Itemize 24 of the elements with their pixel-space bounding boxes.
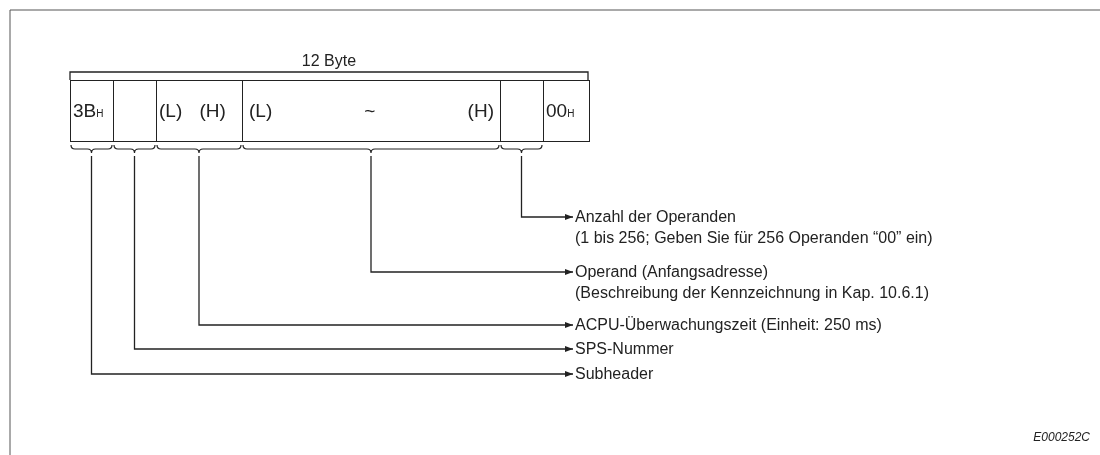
arrow	[90, 155, 574, 377]
empty-byte-field	[113, 80, 157, 142]
field-value: (L)	[159, 100, 184, 122]
field-description: (Beschreibung der Kennzeichnung in Kap. 10.6.1)	[575, 283, 929, 303]
field-value: (H)	[467, 100, 494, 122]
field-description: ACPU-Überwachungszeit (Einheit: 250 ms)	[575, 315, 882, 335]
field-value: (H)	[199, 100, 227, 122]
field-value: ~	[364, 100, 376, 122]
arrow	[198, 155, 574, 328]
byte-field	[242, 80, 501, 142]
field-description: Anzahl der Operanden	[575, 207, 737, 227]
arrow	[520, 155, 574, 220]
arrow	[370, 155, 574, 275]
field-value: (L)	[249, 100, 273, 122]
field-description: SPS-Nummer	[575, 339, 674, 359]
field-description: Operand (Anfangsadresse)	[575, 262, 769, 282]
field-description: Subheader	[575, 364, 654, 384]
byte-field	[156, 80, 243, 142]
byte-field	[543, 80, 590, 142]
byte-field	[70, 80, 114, 142]
arrow	[133, 155, 574, 352]
field-description: (1 bis 256; Geben Sie für 256 Operanden “00” ein)	[575, 228, 933, 248]
empty-byte-field	[500, 80, 544, 142]
figure-code: E000252C	[1033, 430, 1090, 444]
